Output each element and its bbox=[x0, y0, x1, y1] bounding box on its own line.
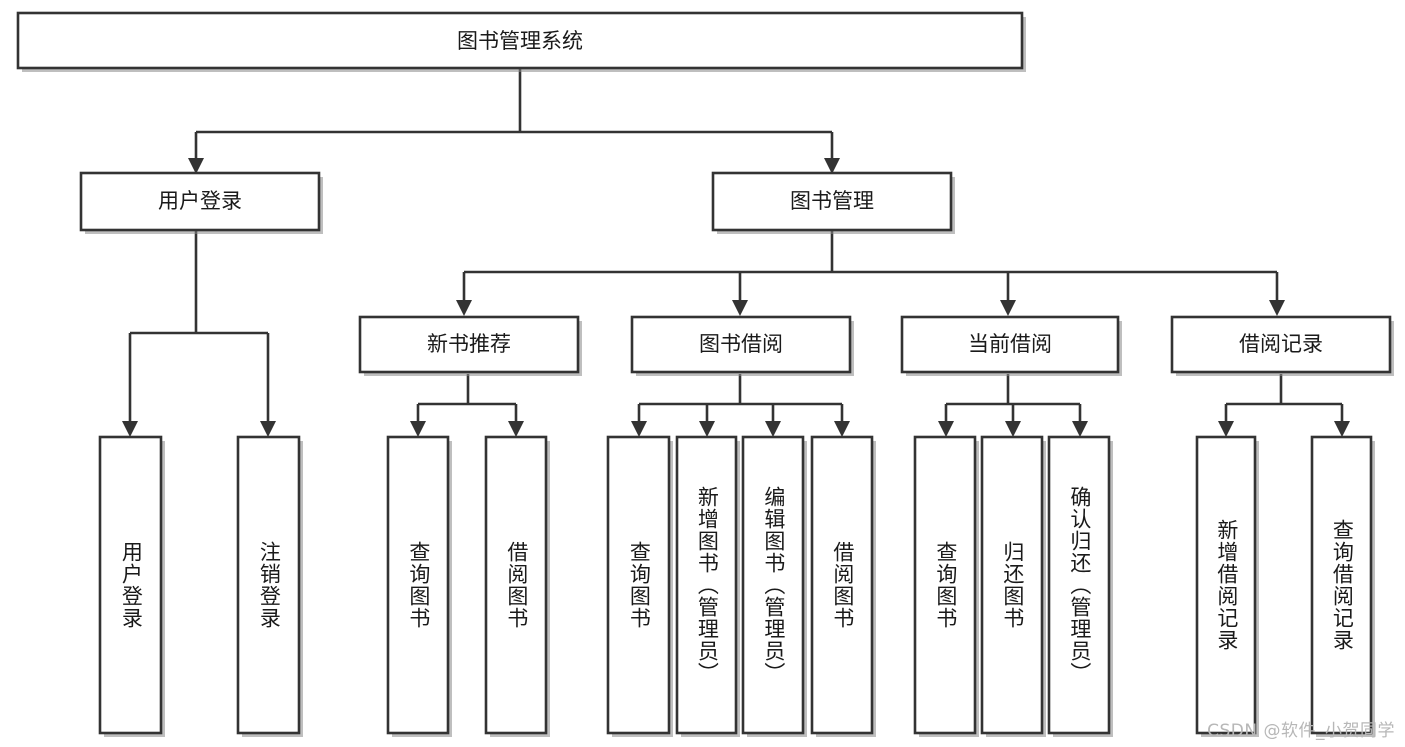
arrow-borrow-to-leaf2 bbox=[699, 421, 715, 437]
node-leaf-confirm-return[interactable] bbox=[1047, 435, 1113, 737]
node-leaf-edit-book[interactable] bbox=[741, 435, 807, 737]
node-login[interactable]: 用户登录 bbox=[79, 171, 323, 234]
watermark-text: CSDN @软件_小贺同学 bbox=[1207, 721, 1395, 741]
node-leaf-query-book-2[interactable] bbox=[606, 435, 673, 737]
node-borrow[interactable]: 图书借阅 bbox=[630, 315, 854, 376]
node-record-label: 借阅记录 bbox=[1239, 332, 1323, 356]
arrow-record-to-leaf1 bbox=[1218, 421, 1234, 437]
arrow-bookmgr-to-borrow bbox=[732, 300, 748, 316]
arrow-bookmgr-to-newbook bbox=[456, 300, 472, 316]
node-leaf-borrow-book-2[interactable] bbox=[810, 435, 876, 737]
arrow-borrow-to-leaf3 bbox=[765, 421, 781, 437]
node-current[interactable]: 当前借阅 bbox=[900, 315, 1122, 376]
arrow-root-to-login bbox=[188, 158, 204, 174]
node-root-label: 图书管理系统 bbox=[457, 29, 583, 53]
arrow-bookmgr-to-current bbox=[1000, 300, 1016, 316]
node-root[interactable]: 图书管理系统 bbox=[16, 11, 1026, 72]
arrow-newbook-to-leaf1 bbox=[410, 421, 426, 437]
arrow-borrow-to-leaf4 bbox=[834, 421, 850, 437]
node-leaf-return-book[interactable] bbox=[980, 435, 1046, 737]
node-record[interactable]: 借阅记录 bbox=[1170, 315, 1394, 376]
connector-group-bookmgr bbox=[456, 231, 1285, 316]
node-leaf-query-book-3[interactable] bbox=[913, 435, 979, 737]
arrow-login-to-leaf1 bbox=[122, 421, 138, 437]
node-leaf-query-book-1[interactable] bbox=[386, 435, 452, 737]
node-leaf-add-book[interactable] bbox=[675, 435, 740, 737]
connector-group-borrow bbox=[631, 374, 850, 437]
connector-group-login bbox=[122, 231, 276, 437]
node-leaf-borrow-book-1[interactable] bbox=[484, 435, 550, 737]
node-borrow-label: 图书借阅 bbox=[699, 332, 783, 356]
arrow-newbook-to-leaf2 bbox=[508, 421, 524, 437]
connector-group-root bbox=[188, 68, 840, 174]
node-current-label: 当前借阅 bbox=[968, 332, 1052, 356]
connector-group-newbook bbox=[410, 374, 524, 437]
node-login-label: 用户登录 bbox=[158, 189, 242, 213]
node-newbook[interactable]: 新书推荐 bbox=[358, 315, 582, 376]
node-bookmgr-label: 图书管理 bbox=[790, 189, 874, 213]
node-leaf-add-record[interactable] bbox=[1195, 435, 1259, 737]
node-leaf-user-login[interactable] bbox=[98, 435, 165, 737]
arrow-login-to-leaf2 bbox=[260, 421, 276, 437]
arrow-current-to-leaf2 bbox=[1005, 421, 1021, 437]
node-leaf-user-logout[interactable] bbox=[236, 435, 303, 737]
node-newbook-label: 新书推荐 bbox=[427, 332, 511, 356]
arrow-current-to-leaf1 bbox=[938, 421, 954, 437]
connector-group-record bbox=[1218, 374, 1350, 437]
arrow-borrow-to-leaf1 bbox=[631, 421, 647, 437]
node-bookmgr[interactable]: 图书管理 bbox=[711, 171, 955, 234]
arrow-root-to-bookmgr bbox=[824, 158, 840, 174]
node-leaf-query-record[interactable] bbox=[1310, 435, 1375, 737]
arrow-bookmgr-to-record bbox=[1269, 300, 1285, 316]
arrow-current-to-leaf3 bbox=[1072, 421, 1088, 437]
connector-group-current bbox=[938, 374, 1088, 437]
arrow-record-to-leaf2 bbox=[1334, 421, 1350, 437]
